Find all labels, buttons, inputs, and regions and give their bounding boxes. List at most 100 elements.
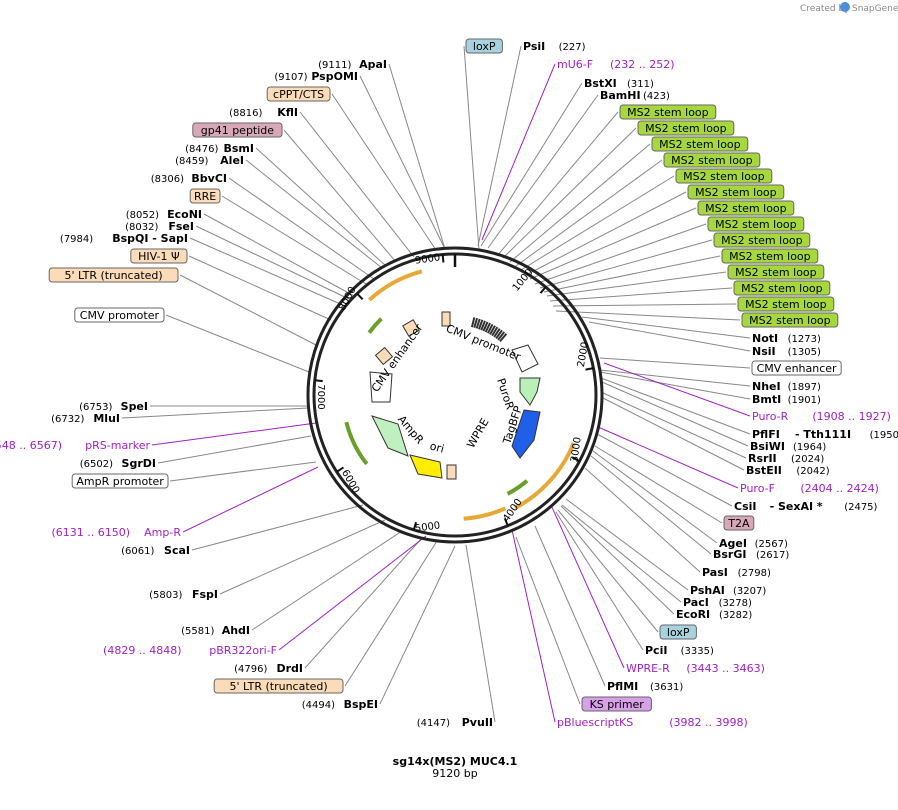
leader-line [515, 159, 663, 267]
primer-label: Puro-F [740, 482, 775, 495]
site-position: (4147) [417, 718, 450, 729]
leader-line [179, 274, 317, 346]
site-position: (311) [627, 79, 654, 90]
ms2-loop-mark [486, 323, 494, 334]
leader-line [549, 287, 733, 302]
leader-line [555, 511, 644, 651]
site-label: BamHI [600, 89, 641, 102]
rre-block [402, 319, 420, 337]
tick-label: 1000 [511, 267, 536, 294]
site-position: (2798) [738, 568, 771, 579]
ms2-loop-mark [470, 317, 476, 328]
leader-line [534, 525, 606, 687]
leader-line [331, 93, 437, 251]
leader-line [480, 82, 583, 247]
ampr-arrow [371, 415, 409, 457]
site-position: (6753) [79, 402, 112, 413]
tick-label: 3000 [569, 436, 583, 463]
feature-label-box [213, 678, 344, 694]
site-position: (6732) [51, 414, 84, 425]
site-label: BbvCI [191, 172, 227, 185]
feature-label: MS2 stem loop [627, 106, 709, 119]
leader-line [221, 195, 367, 285]
leader-line [299, 111, 415, 258]
feature-label: MS2 stem loop [683, 170, 765, 183]
leader-line [344, 540, 438, 687]
feature-label-box [48, 267, 179, 283]
feature-label-box [713, 232, 811, 248]
leader-line [603, 362, 751, 417]
ms2-loop-mark [499, 333, 508, 343]
site-label: ScaI [164, 544, 190, 557]
leader-line [388, 63, 446, 250]
site-position: (2567) [755, 539, 788, 550]
site-label: BmtI [752, 393, 781, 406]
leader-line [550, 504, 625, 669]
leader-line [165, 314, 310, 373]
ms2-loop-mark [482, 321, 489, 332]
leader-line [561, 504, 682, 603]
feature-label-box [130, 248, 188, 264]
ms2-loop-mark [478, 319, 484, 330]
green-arc-top [367, 317, 383, 334]
tick-label: 2000 [576, 341, 591, 368]
site-position: (232 .. 252) [610, 58, 675, 71]
site-label: ApaI [359, 58, 387, 71]
site-position: (2024) [791, 454, 824, 465]
leader-line [219, 519, 386, 595]
site-position: (5803) [149, 590, 182, 601]
site-position: (1908 .. 1927) [812, 410, 891, 423]
site-position: (1901) [788, 395, 821, 406]
feature-label: MS2 stem loop [721, 234, 803, 247]
feature-label-box [71, 473, 169, 489]
leader-line [557, 509, 659, 633]
site-label: PflFI [752, 428, 780, 441]
ms2-loop-mark [484, 322, 491, 333]
leader-line [592, 450, 718, 544]
site-position: (8459) [175, 156, 208, 167]
site-position: (5581) [181, 626, 214, 637]
ms2-loop-mark [493, 328, 501, 338]
leader-line [555, 310, 741, 321]
feature-label-box [651, 136, 749, 152]
site-position: (4829 .. 4848) [103, 644, 182, 657]
leader-line [304, 537, 423, 669]
site-label: NsiI [752, 345, 776, 358]
cmv-promoter-arrow [511, 344, 539, 373]
leader-line [203, 213, 357, 298]
leader-line [189, 237, 346, 307]
leader-line [543, 255, 721, 293]
leader-line [601, 381, 749, 447]
leader-line [251, 530, 403, 631]
leader-line [584, 467, 701, 573]
site-position: (2617) [756, 550, 789, 561]
map-subtitle: 9120 bp [432, 767, 477, 780]
site-position: (8476) [185, 144, 218, 155]
site-position: (3278) [719, 598, 752, 609]
site-label: SgrDI [122, 457, 156, 470]
site-position: (8816) [229, 108, 262, 119]
label-leader-lines [121, 45, 751, 723]
site-position: (4494) [302, 700, 335, 711]
site-label: PciI [645, 644, 667, 657]
site-label: BsmI [224, 142, 255, 155]
psi-block [374, 346, 394, 366]
feature-label: HIV-1 Ψ [138, 250, 180, 263]
tick-label: 9000 [414, 252, 441, 266]
feature-label-box [737, 296, 835, 312]
feature-label-box [189, 188, 221, 204]
site-position: (6131 .. 6150) [51, 526, 130, 539]
site-position: (2404 .. 2424) [800, 482, 879, 495]
site-label: CsiI [734, 500, 756, 513]
snapgene-credit: Created by SnapGene [800, 2, 898, 14]
leader-line [534, 223, 707, 285]
primer-label: WPRE-R [626, 662, 670, 675]
site-label: EcoNI [167, 208, 202, 221]
site-position: (8032) [125, 222, 158, 233]
leader-line [245, 159, 383, 269]
feature-label-box [751, 360, 842, 376]
feature-label-box [675, 168, 773, 184]
site-label: PvuII [462, 716, 493, 729]
site-label: AleI [220, 154, 244, 167]
